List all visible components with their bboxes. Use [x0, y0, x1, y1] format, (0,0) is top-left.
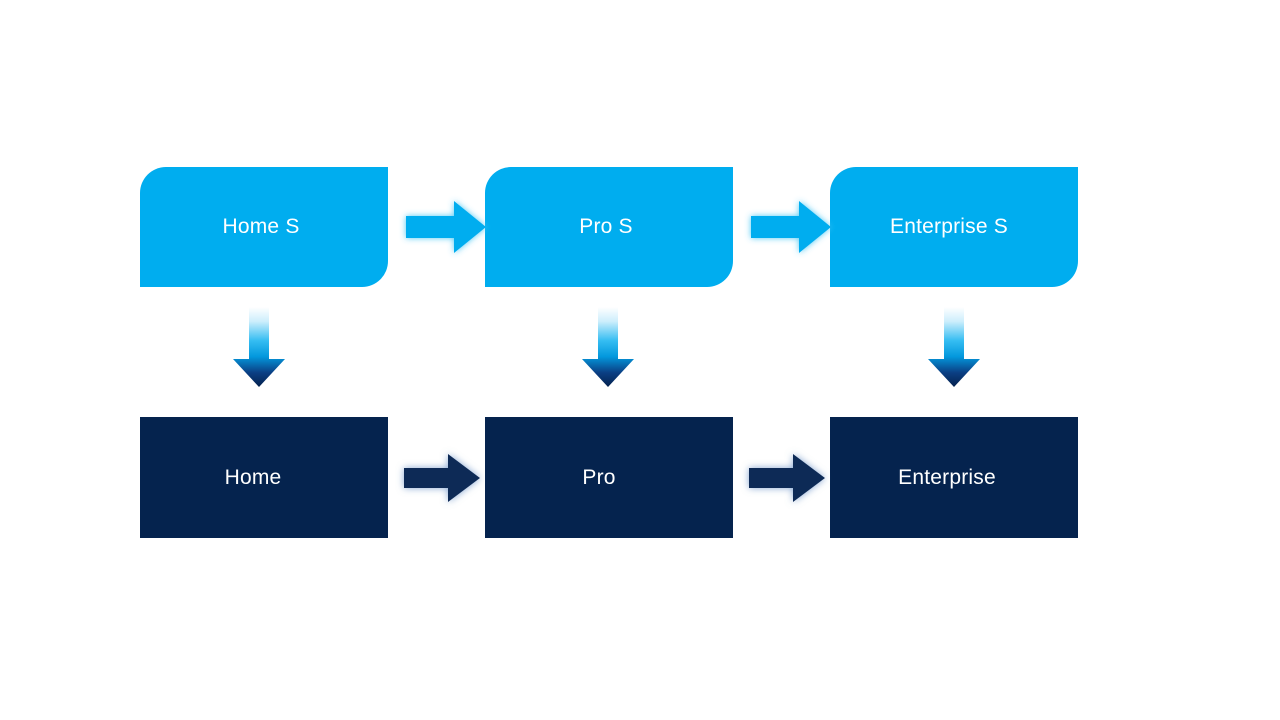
connector-pro-s-to-pro: [576, 307, 640, 389]
right-arrow-icon: [751, 201, 831, 253]
right-arrow-icon: [406, 201, 486, 253]
node-pro-label: Pro: [582, 465, 616, 489]
node-home-s[interactable]: Home S: [140, 167, 388, 287]
down-arrow-icon: [928, 307, 980, 387]
connector-enterprise-s-to-enterprise: [922, 307, 986, 389]
right-arrow-icon: [404, 454, 480, 502]
down-arrow-icon: [582, 307, 634, 387]
node-enterprise-s-label: Enterprise S: [890, 215, 1008, 239]
node-pro-s-label: Pro S: [579, 215, 633, 239]
node-home-s-label: Home S: [222, 215, 300, 239]
down-arrow-icon: [233, 307, 285, 387]
node-enterprise-label: Enterprise: [898, 465, 996, 489]
connector-pro-to-enterprise: [745, 446, 831, 510]
node-home[interactable]: Home: [140, 417, 388, 538]
connector-pro-s-to-enterprise-s: [749, 195, 835, 259]
node-pro-s[interactable]: Pro S: [485, 167, 733, 287]
connector-home-to-pro: [400, 446, 486, 510]
node-enterprise[interactable]: Enterprise: [830, 417, 1078, 538]
node-pro[interactable]: Pro: [485, 417, 733, 538]
right-arrow-icon: [749, 454, 825, 502]
node-home-label: Home: [224, 465, 282, 489]
node-enterprise-s[interactable]: Enterprise S: [830, 167, 1078, 287]
connector-home-s-to-pro-s: [404, 195, 490, 259]
connector-home-s-to-home: [227, 307, 291, 389]
